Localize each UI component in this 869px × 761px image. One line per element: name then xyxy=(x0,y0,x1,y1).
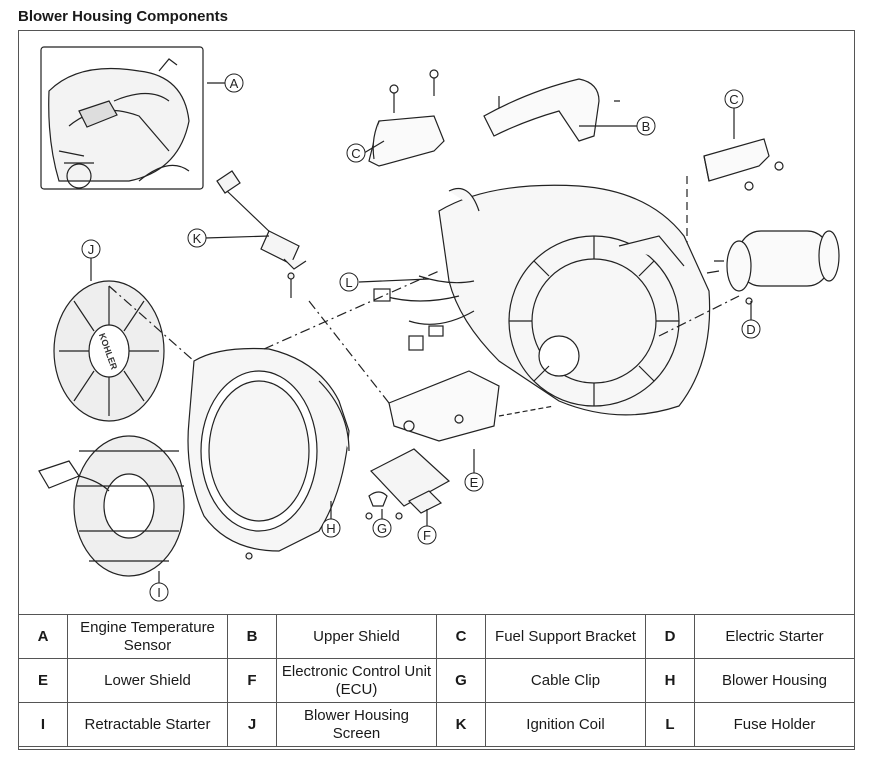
electric-starter xyxy=(706,230,840,305)
legend-key: A xyxy=(18,614,68,659)
callout-k: K xyxy=(193,231,202,246)
callout-b: B xyxy=(642,119,651,134)
page-title: Blower Housing Components xyxy=(18,8,228,25)
legend-key: G xyxy=(436,658,486,703)
legend-row: A Engine Temperature Sensor B Upper Shie… xyxy=(18,614,855,659)
legend-row: I Retractable Starter J Blower Housing S… xyxy=(18,702,855,747)
callout-f: F xyxy=(423,528,431,543)
legend-label: Fuel Support Bracket xyxy=(485,614,646,659)
legend-key: B xyxy=(227,614,277,659)
callout-d: D xyxy=(746,322,755,337)
blower-housing xyxy=(187,347,350,560)
legend-table: A Engine Temperature Sensor B Upper Shie… xyxy=(18,614,855,747)
legend-label: Fuse Holder xyxy=(694,702,855,747)
legend-label: Blower Housing Screen xyxy=(276,702,437,747)
electronic-control-unit xyxy=(370,448,451,520)
callout-c-left: C xyxy=(351,146,360,161)
exploded-diagram: A B C C D E F G H I J K L KOHLER xyxy=(38,46,840,602)
lower-shield xyxy=(388,370,555,442)
upper-shield xyxy=(483,78,620,142)
legend-row: E Lower Shield F Electronic Control Unit… xyxy=(18,658,855,703)
legend-key: J xyxy=(227,702,277,747)
callout-h: H xyxy=(326,521,335,536)
ignition-coil xyxy=(216,170,307,298)
blower-housing-screen xyxy=(53,280,165,422)
legend-key: K xyxy=(436,702,486,747)
legend-label: Electronic Control Unit (ECU) xyxy=(276,658,437,703)
callout-a: A xyxy=(230,76,239,91)
cable-clip xyxy=(365,491,388,520)
fuel-support-bracket-left xyxy=(368,69,445,167)
legend-key: E xyxy=(18,658,68,703)
legend-label: Upper Shield xyxy=(276,614,437,659)
retractable-starter xyxy=(38,435,185,577)
diagram-frame xyxy=(18,30,855,750)
callout-j: J xyxy=(88,242,95,257)
legend-key: F xyxy=(227,658,277,703)
legend-label: Retractable Starter xyxy=(67,702,228,747)
legend-key: C xyxy=(436,614,486,659)
callout-l: L xyxy=(345,275,352,290)
legend-label: Electric Starter xyxy=(694,614,855,659)
legend-key: H xyxy=(645,658,695,703)
legend-label: Lower Shield xyxy=(67,658,228,703)
legend-key: D xyxy=(645,614,695,659)
callout-e: E xyxy=(470,475,479,490)
legend-label: Blower Housing xyxy=(694,658,855,703)
legend-key: L xyxy=(645,702,695,747)
engine-block xyxy=(438,184,711,416)
callout-g: G xyxy=(377,521,387,536)
legend-label: Ignition Coil xyxy=(485,702,646,747)
callout-c-right: C xyxy=(729,92,738,107)
legend-label: Cable Clip xyxy=(485,658,646,703)
callout-i: I xyxy=(157,585,161,600)
legend-key: I xyxy=(18,702,68,747)
legend-label: Engine Temperature Sensor xyxy=(67,614,228,659)
engine-temperature-sensor-inset xyxy=(40,46,204,190)
